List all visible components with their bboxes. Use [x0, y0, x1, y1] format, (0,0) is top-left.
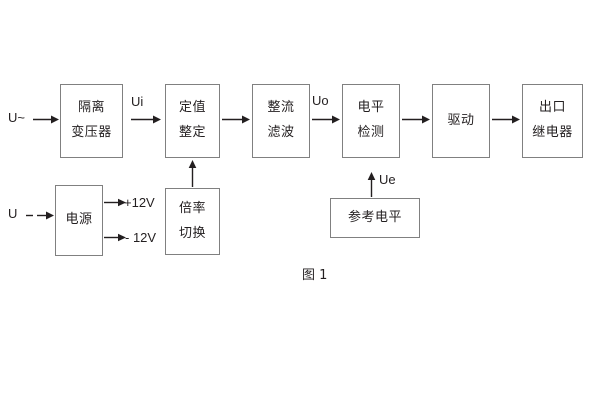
- arrow-input-ac-to-isolation-transformer: [33, 115, 59, 124]
- block-multiplier-switch[interactable]: 倍率 切换: [165, 188, 220, 255]
- block-level-detection-line-2: 检测: [357, 125, 385, 140]
- arrow-rectify-filter-to-level-detection: [312, 115, 340, 124]
- block-rectify-filter-line-1: 整流: [267, 100, 295, 116]
- block-setting-value-line-1: 定值: [178, 100, 206, 116]
- block-multiplier-switch-line-2: 切换: [178, 225, 206, 241]
- signal-label-ui: Ui: [131, 94, 144, 109]
- signal-label-rail-positive: +12V: [124, 195, 155, 210]
- signal-label-input-dc: U: [8, 206, 18, 221]
- block-setting-value-line-2: 整定: [178, 125, 206, 140]
- block-isolation-transformer-line-1: 隔离: [77, 100, 105, 116]
- block-power-supply[interactable]: 电源: [55, 185, 103, 256]
- block-level-detection-line-1: 电平: [357, 100, 385, 116]
- arrow-multiplier-switch-to-setting-value: [188, 160, 197, 187]
- block-level-detection[interactable]: 电平 检测: [342, 84, 400, 158]
- block-isolation-transformer[interactable]: 隔离 变压器: [60, 84, 123, 158]
- block-output-relay-line-2: 继电器: [532, 125, 573, 140]
- block-output-relay-line-1: 出口: [538, 100, 566, 116]
- block-reference-level-line-1: 参考电平: [347, 209, 402, 225]
- signal-label-uo: Uo: [312, 93, 329, 108]
- block-reference-level[interactable]: 参考电平: [330, 198, 420, 238]
- figure-caption: 图 1: [302, 268, 328, 283]
- signal-label-rail-negative: - 12V: [125, 230, 157, 245]
- arrow-isolation-transformer-to-setting-value: [131, 115, 161, 124]
- arrow-level-detection-to-drive: [402, 115, 430, 124]
- signal-label-input-ac: U~: [8, 110, 25, 125]
- arrow-input-dc-to-power-supply: [26, 211, 54, 220]
- arrow-power-supply-rail-negative: [104, 233, 126, 242]
- arrow-setting-value-to-rectify-filter: [222, 115, 250, 124]
- arrow-reference-level-to-level-detection: [367, 172, 376, 197]
- block-drive-line-1: 驱动: [447, 112, 475, 128]
- block-rectify-filter-line-2: 滤波: [267, 125, 295, 140]
- signal-label-ue: Ue: [379, 172, 396, 187]
- block-drive[interactable]: 驱动: [432, 84, 490, 158]
- block-isolation-transformer-line-2: 变压器: [71, 125, 112, 140]
- block-rectify-filter[interactable]: 整流 滤波: [252, 84, 310, 158]
- block-setting-value[interactable]: 定值 整定: [165, 84, 220, 158]
- block-multiplier-switch-line-1: 倍率: [178, 200, 206, 216]
- arrow-drive-to-output-relay: [492, 115, 520, 124]
- arrow-power-supply-rail-positive: [104, 198, 126, 207]
- block-output-relay[interactable]: 出口 继电器: [522, 84, 583, 158]
- block-power-supply-line-1: 电源: [65, 212, 93, 228]
